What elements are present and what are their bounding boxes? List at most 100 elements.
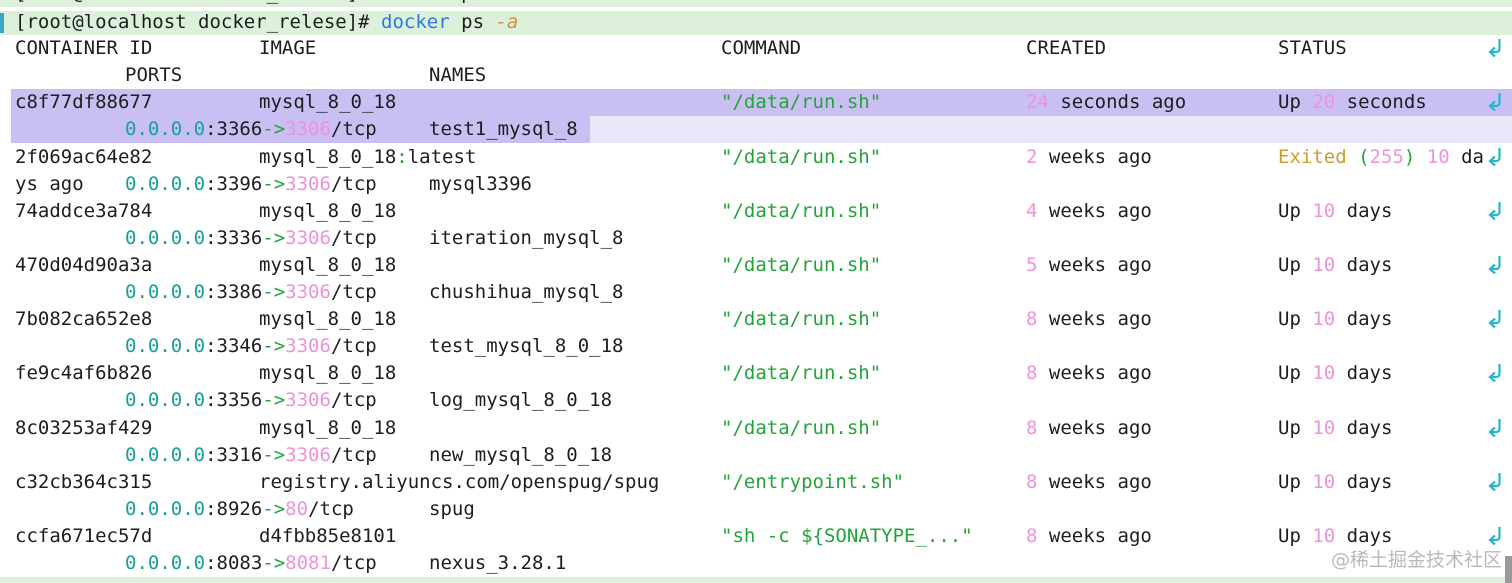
created: 24 seconds ago bbox=[1026, 89, 1186, 116]
container-name-segment: chushihua_mysql_8 bbox=[429, 281, 624, 303]
status-wrap-continuation: ys ago bbox=[15, 171, 84, 198]
created-segment: 8 bbox=[1026, 470, 1038, 493]
previous-line-fragment: [root@localhost docker_relese]# docker p… bbox=[0, 0, 1512, 7]
soft-wrap-icon bbox=[1486, 363, 1503, 383]
soft-wrap-icon bbox=[1486, 472, 1503, 492]
status-segment: days bbox=[1335, 253, 1393, 276]
created-segment: seconds ago bbox=[1048, 91, 1187, 114]
image-name: d4fbb85e8101 bbox=[259, 523, 396, 550]
header-container-id: CONTAINER ID bbox=[15, 37, 153, 60]
status: Up 10 days bbox=[1278, 415, 1392, 442]
status-segment: days bbox=[1335, 362, 1393, 385]
ports-segment: /tcp bbox=[330, 281, 377, 303]
container-id-segment: 2f069ac64e82 bbox=[15, 145, 153, 168]
ports-segment: /tcp bbox=[330, 226, 377, 249]
header-image: IMAGE bbox=[259, 37, 317, 60]
ports-segment: 0.0.0.0 bbox=[125, 389, 206, 412]
container-id: 470d04d90a3a bbox=[15, 252, 152, 279]
watermark: @稀土掘金技术社区 bbox=[1331, 549, 1503, 571]
status: Up 10 days bbox=[1278, 469, 1392, 496]
container-name: log_mysql_8_0_18 bbox=[429, 387, 612, 414]
created-segment: 24 bbox=[1026, 91, 1049, 114]
status-segment: Up bbox=[1278, 416, 1313, 439]
ports-segment: -> bbox=[262, 497, 286, 520]
status: Up 10 days bbox=[1278, 523, 1392, 550]
image-name-segment: latest bbox=[407, 145, 477, 168]
container-name: iteration_mysql_8 bbox=[429, 225, 623, 252]
created-segment: weeks ago bbox=[1037, 145, 1152, 168]
created: 8 weeks ago bbox=[1026, 415, 1152, 442]
image-name: mysql_8_0_18 bbox=[259, 252, 396, 279]
ports: 0.0.0.0:3346->3306/tcp bbox=[125, 333, 377, 360]
ports-segment: /tcp bbox=[308, 497, 354, 520]
container-id: c8f77df88677 bbox=[15, 89, 152, 116]
header-status: STATUS bbox=[1278, 37, 1347, 60]
image-name: mysql_8_0_18 bbox=[259, 198, 396, 225]
container-name-segment: mysql3396 bbox=[429, 172, 532, 195]
created-segment: 8 bbox=[1026, 524, 1038, 547]
soft-wrap-icon bbox=[1486, 201, 1503, 221]
container-id: 7b082ca652e8 bbox=[15, 306, 152, 333]
container-name: nexus_3.28.1 bbox=[429, 550, 566, 577]
image-name-segment: registry.aliyuncs.com/openspug/spug bbox=[259, 470, 660, 493]
ports-segment: /tcp bbox=[330, 389, 377, 412]
ports-segment: -> bbox=[262, 118, 286, 141]
ports-segment: :3336 bbox=[205, 226, 263, 249]
created-segment: weeks ago bbox=[1037, 470, 1152, 493]
ports: 0.0.0.0:3336->3306/tcp bbox=[125, 225, 377, 252]
status: Up 10 days bbox=[1278, 252, 1392, 279]
ports-segment: 3306 bbox=[285, 226, 331, 249]
ports-segment: 80 bbox=[285, 497, 309, 520]
status-segment: Exited bbox=[1278, 145, 1347, 168]
command: "/data/run.sh" bbox=[721, 415, 881, 442]
image-name-segment: mysql_8_0_18 bbox=[259, 308, 397, 331]
ports-segment: :3396 bbox=[205, 172, 263, 195]
container-name: chushihua_mysql_8 bbox=[429, 279, 623, 306]
created: 8 weeks ago bbox=[1026, 360, 1152, 387]
created-segment: weeks ago bbox=[1037, 524, 1152, 547]
status-segment: 10 bbox=[1312, 253, 1336, 276]
command-segment: "/data/run.sh" bbox=[721, 145, 882, 168]
status: Up 10 days bbox=[1278, 198, 1392, 225]
ports-segment: 0.0.0.0 bbox=[125, 497, 206, 520]
ports-segment: 3306 bbox=[285, 335, 331, 358]
container-id: 74addce3a784 bbox=[15, 198, 152, 225]
status-segment: ( bbox=[1358, 145, 1370, 168]
created: 8 weeks ago bbox=[1026, 523, 1152, 550]
ports-segment: :3386 bbox=[205, 281, 263, 303]
ports: 0.0.0.0:3396->3306/tcp bbox=[125, 171, 377, 198]
ports-segment: 0.0.0.0 bbox=[125, 443, 206, 466]
image-name-segment: mysql_8_0_18 bbox=[259, 416, 397, 439]
command: "/data/run.sh" bbox=[721, 306, 881, 333]
created-segment: weeks ago bbox=[1037, 362, 1152, 385]
status-segment: 20 bbox=[1312, 91, 1336, 114]
status: Exited (255) 10 da bbox=[1278, 144, 1484, 171]
table-header-line2: PORTS NAMES bbox=[0, 62, 1512, 89]
created-segment: 8 bbox=[1026, 362, 1038, 385]
image-name-segment: mysql_8_0_18 bbox=[259, 199, 397, 222]
ports-segment: /tcp bbox=[330, 552, 377, 574]
status-segment: Up bbox=[1278, 470, 1313, 493]
image-name-segment: mysql_8_0_18 bbox=[259, 253, 397, 276]
status-segment: 10 bbox=[1312, 470, 1336, 493]
status-segment: 10 bbox=[1312, 199, 1336, 222]
next-prompt-line-fragment bbox=[0, 577, 1512, 583]
ports-segment: -> bbox=[262, 443, 286, 466]
image-name: mysql_8_0_18 bbox=[259, 360, 396, 387]
created-segment: 8 bbox=[1026, 308, 1038, 331]
image-name: mysql_8_0_18 bbox=[259, 415, 396, 442]
ports-segment: /tcp bbox=[330, 335, 377, 358]
scrollbar-thumb[interactable] bbox=[1505, 556, 1512, 583]
image-name-segment: mysql_8_0_18 bbox=[259, 362, 397, 385]
container-id: 2f069ac64e82 bbox=[15, 144, 152, 171]
status-segment: Up bbox=[1278, 253, 1313, 276]
ports-segment: -> bbox=[262, 281, 286, 303]
container-id: ccfa671ec57d bbox=[15, 523, 152, 550]
ports: 0.0.0.0:3316->3306/tcp bbox=[125, 442, 377, 469]
